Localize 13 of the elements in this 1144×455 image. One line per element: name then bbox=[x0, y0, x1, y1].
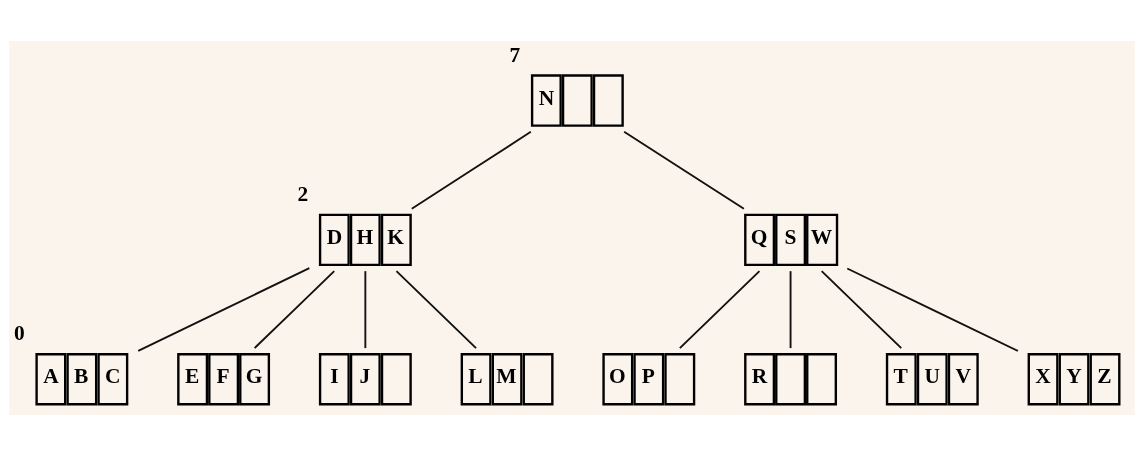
connector bbox=[395, 269, 477, 349]
connector bbox=[678, 269, 761, 349]
node-label: 7 bbox=[509, 42, 521, 67]
node-label: 2 bbox=[297, 181, 309, 206]
connector bbox=[820, 269, 903, 349]
connector bbox=[789, 269, 792, 349]
connector bbox=[253, 269, 336, 349]
connector bbox=[846, 267, 1019, 352]
connector bbox=[623, 130, 745, 210]
connector bbox=[364, 269, 367, 349]
connector bbox=[410, 130, 532, 210]
node-label: 0 bbox=[13, 320, 25, 345]
connector bbox=[137, 266, 311, 352]
